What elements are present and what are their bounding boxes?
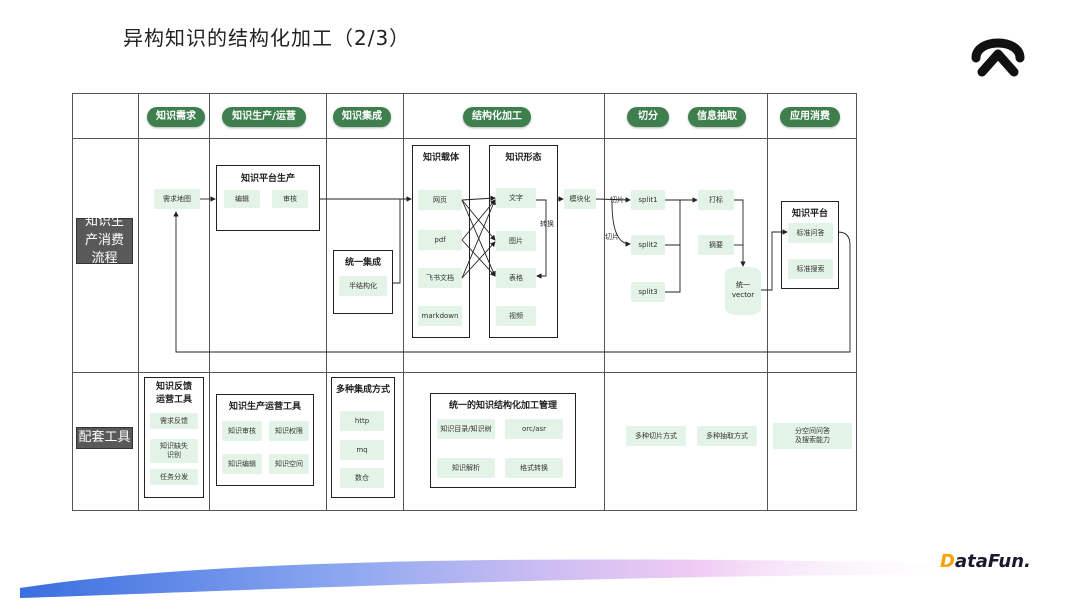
form-video: 视频: [496, 306, 536, 326]
edit-node: 编辑: [224, 190, 260, 208]
divider: [403, 93, 404, 511]
semi-structured-node: 半结构化: [339, 276, 387, 296]
header-knowledge-demand: 知识需求: [147, 107, 205, 127]
ops-tools-title: 知识生产运营工具: [228, 402, 301, 412]
nio-logo-icon: [971, 38, 1025, 77]
task-dispatch-node: 任务分发: [150, 469, 198, 485]
knowledge-review-node: 知识审核: [222, 421, 262, 441]
ocr-asr-node: orc/asr: [505, 419, 563, 439]
header-structuring: 结构化加工: [463, 107, 531, 127]
header-split: 切分: [627, 107, 669, 127]
integration-title: 统一集成: [344, 258, 381, 268]
feedback-title-line-1: 知识反馈: [155, 382, 192, 392]
form-text: 文字: [496, 188, 536, 208]
diagram-frame: [72, 93, 857, 511]
header-production-ops: 知识生产/运营: [222, 107, 306, 127]
standard-search-node: 标准搜索: [788, 259, 833, 279]
demand-map-node: 需求地图: [154, 189, 200, 209]
unified-vector-store: 统一 vector: [725, 267, 761, 315]
feedback-tools-title: 知识反馈 运营工具: [144, 381, 204, 406]
knowledge-gap-node: 知识缺失识别: [150, 439, 198, 463]
divider: [326, 93, 327, 511]
datafun-brand-logo: DataFun.: [940, 551, 1031, 572]
slide-title: 异构知识的结构化加工（2/3）: [123, 26, 411, 50]
knowledge-space-node: 知识空间: [269, 454, 309, 474]
carrier-markdown: markdown: [418, 306, 462, 326]
divider: [209, 93, 210, 511]
divider: [72, 138, 857, 139]
structured-mgmt-title: 统一的知识结构化加工管理: [448, 401, 557, 411]
catalog-tree-node: 知识目录/知识树: [437, 419, 495, 439]
qa-line-2: 及搜索能力: [795, 436, 830, 444]
feedback-title-line-2: 运营工具: [155, 394, 192, 405]
tagging-node: 打标: [698, 190, 734, 210]
http-node: http: [340, 411, 384, 431]
demand-feedback-node: 需求反馈: [150, 413, 198, 429]
carrier-feishu-doc: 飞书文档: [418, 268, 462, 288]
divider: [767, 93, 768, 511]
format-convert-node: 格式转换: [505, 458, 563, 478]
form-image: 图片: [496, 231, 536, 251]
qa-line-1: 分空间问答: [795, 427, 830, 436]
divider: [138, 93, 139, 511]
decorative-wave: [20, 559, 980, 598]
form-title: 知识形态: [505, 153, 542, 163]
split1-node: split1: [631, 190, 665, 210]
form-table: 表格: [496, 268, 536, 288]
knowledge-parse-node: 知识解析: [437, 458, 495, 478]
app-platform-title: 知识平台: [791, 209, 828, 219]
header-consumption: 应用消费: [780, 107, 840, 127]
qa-search-node: 分空间问答 及搜索能力: [773, 423, 852, 449]
vector-line-2: vector: [731, 291, 755, 299]
split3-node: split3: [631, 282, 665, 302]
row-label-flow: 知识生产消费流程: [76, 214, 133, 266]
review-node: 审核: [272, 190, 308, 208]
extract-methods-node: 多种抽取方式: [697, 426, 757, 446]
split2-node: split2: [631, 235, 665, 255]
header-integration: 知识集成: [333, 107, 391, 127]
platform-production-title: 知识平台生产: [240, 174, 295, 184]
carrier-webpage: 网页: [418, 190, 462, 210]
divider: [72, 372, 857, 373]
vector-line-1: 统一: [736, 281, 750, 290]
data-warehouse-node: 数仓: [340, 468, 384, 488]
standard-qa-node: 标准问答: [788, 223, 833, 243]
knowledge-permission-node: 知识权限: [269, 421, 309, 441]
header-extraction: 信息抽取: [688, 107, 746, 127]
integration-methods-title: 多种集成方式: [335, 385, 390, 395]
divider: [604, 93, 605, 511]
carrier-pdf: pdf: [418, 230, 462, 250]
mq-node: mq: [340, 440, 384, 460]
modular-node: 模块化: [564, 189, 596, 209]
cut-label-2: 切片: [605, 233, 619, 241]
split-methods-node: 多种切片方式: [626, 426, 686, 446]
convert-label: 转换: [540, 220, 554, 228]
row-label-tools: 配套工具: [76, 427, 133, 449]
carrier-title: 知识载体: [422, 153, 459, 163]
summary-node: 摘要: [698, 235, 734, 255]
knowledge-edit-node: 知识编辑: [222, 454, 262, 474]
